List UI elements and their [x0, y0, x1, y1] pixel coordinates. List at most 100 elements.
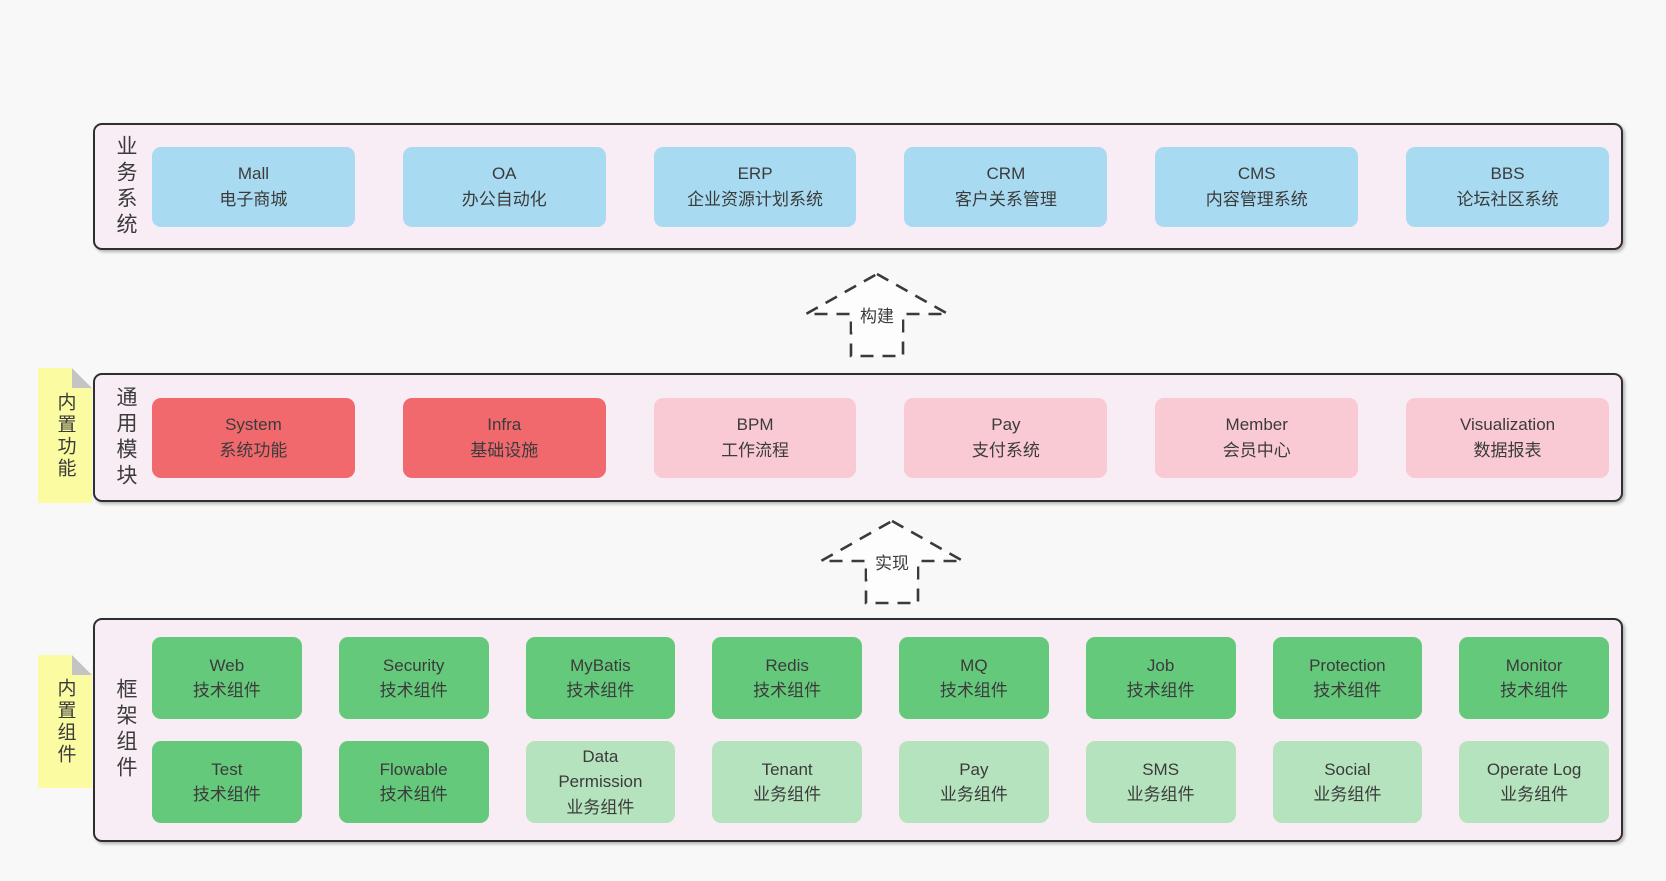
- framework-components-boxes: Web 技术组件 Security 技术组件 MyBatis 技术组件 Redi…: [152, 620, 1609, 840]
- box-title: Monitor: [1505, 655, 1563, 675]
- arrow-label-backdrop: [867, 547, 917, 579]
- arrow-label-backdrop: [852, 300, 902, 332]
- box-subtitle: 系统功能: [219, 440, 288, 460]
- box-row-biz: Test 技术组件 Flowable 技术组件 Data Permission …: [152, 741, 1609, 823]
- box-title: Security: [382, 655, 445, 675]
- box-subtitle: 业务组件: [1126, 785, 1195, 804]
- box-title: Protection: [1309, 655, 1386, 675]
- box-cms: CMS 内容管理系统: [1155, 146, 1359, 227]
- box-subtitle: 技术组件: [939, 681, 1008, 700]
- box-subtitle: 办公自动化: [461, 189, 547, 209]
- arrow-label: 构建: [860, 307, 894, 326]
- box-title: Test: [211, 759, 243, 779]
- box-visualization: Visualization 数据报表: [1406, 397, 1609, 478]
- box-title: MQ: [960, 655, 988, 675]
- box-title: OA: [491, 164, 517, 184]
- box-subtitle: 内容管理系统: [1205, 189, 1308, 209]
- box-oa: OA 办公自动化: [402, 146, 606, 227]
- layer-common-modules-label: 通用模块: [105, 375, 145, 500]
- box-subtitle: 客户关系管理: [954, 189, 1057, 209]
- box-subtitle: 技术组件: [1500, 681, 1569, 700]
- box-subtitle: 技术组件: [379, 681, 448, 700]
- box-subtitle: 支付系统: [971, 440, 1040, 460]
- box-operate-log: Operate Log 业务组件: [1459, 741, 1609, 823]
- business-systems-boxes: Mall 电子商城 OA 办公自动化 ERP 企业资源计划系统 CRM 客户关系…: [152, 125, 1609, 248]
- common-modules-boxes: System 系统功能 Infra 基础设施 BPM 工作流程 Pay 支付系统…: [152, 375, 1609, 500]
- box-subtitle: 技术组件: [192, 681, 261, 700]
- box-row-tech: Web 技术组件 Security 技术组件 MyBatis 技术组件 Redi…: [152, 637, 1609, 719]
- box-sms: SMS 业务组件: [1085, 741, 1236, 823]
- box-title: System: [225, 415, 282, 435]
- box-subtitle: 企业资源计划系统: [687, 189, 824, 209]
- box-protection: Protection 技术组件: [1272, 637, 1423, 719]
- box-flowable: Flowable 技术组件: [338, 741, 489, 823]
- box-subtitle: 数据报表: [1473, 440, 1542, 460]
- layer-business-systems: 业务系统 Mall 电子商城 OA 办公自动化 ERP 企业资源计划系统 CRM: [93, 123, 1623, 250]
- box-title: Operate Log: [1486, 759, 1582, 779]
- box-title: Infra: [487, 415, 522, 435]
- note-built-in-features: 内置功能: [38, 368, 92, 503]
- box-system: System 系统功能: [152, 397, 355, 478]
- box-title: SMS: [1142, 759, 1180, 779]
- note-text: 内置功能: [54, 391, 76, 480]
- box-title: Visualization: [1459, 415, 1556, 435]
- note-text: 内置组件: [54, 677, 76, 766]
- box-subtitle: 工作流程: [721, 440, 790, 460]
- box-mybatis: MyBatis 技术组件: [525, 637, 676, 719]
- box-subtitle: 会员中心: [1222, 440, 1291, 460]
- box-title: ERP: [737, 164, 773, 184]
- box-title: Member: [1225, 415, 1288, 435]
- arrow-build: 构建: [802, 272, 952, 358]
- box-subtitle: 业务组件: [566, 797, 635, 817]
- box-bbs: BBS 论坛社区系统: [1406, 146, 1609, 227]
- box-title: Pay: [991, 415, 1021, 435]
- arrow-implement: 实现: [817, 519, 967, 605]
- box-monitor: Monitor 技术组件: [1459, 637, 1609, 719]
- box-subtitle: 基础设施: [470, 440, 539, 460]
- box-title: CMS: [1237, 164, 1276, 184]
- box-infra: Infra 基础设施: [402, 397, 606, 478]
- box-mq: MQ 技术组件: [899, 637, 1049, 719]
- box-title: Redis: [765, 655, 809, 675]
- box-tenant: Tenant 业务组件: [712, 741, 862, 823]
- box-title: CRM: [986, 164, 1026, 184]
- box-pay: Pay 支付系统: [904, 397, 1108, 478]
- box-title: Mall: [237, 164, 269, 184]
- box-web: Web 技术组件: [152, 637, 302, 719]
- box-job: Job 技术组件: [1085, 637, 1236, 719]
- layer-framework-components: 框架组件 Web 技术组件 Security 技术组件 MyBatis 技术组件…: [93, 618, 1623, 842]
- layer-label-text: 业务系统: [114, 134, 137, 239]
- box-title: Tenant: [761, 759, 813, 779]
- box-subtitle: 技术组件: [1313, 681, 1382, 700]
- box-subtitle: 业务组件: [939, 785, 1008, 804]
- box-title: Pay: [959, 759, 989, 779]
- layer-common-modules: 通用模块 System 系统功能 Infra 基础设施 BPM 工作流程 Pay: [93, 373, 1623, 502]
- box-security: Security 技术组件: [338, 637, 489, 719]
- note-built-in-components: 内置组件: [38, 655, 92, 788]
- layer-label-text: 通用模块: [114, 385, 137, 490]
- box-subtitle: 业务组件: [1313, 785, 1382, 804]
- box-title: Job: [1146, 655, 1175, 675]
- box-subtitle: 技术组件: [566, 681, 635, 700]
- arrow-label: 实现: [875, 554, 909, 573]
- box-subtitle: 技术组件: [1126, 681, 1195, 700]
- box-title: Flowable: [379, 759, 448, 779]
- box-title: Web: [209, 655, 245, 675]
- box-title: BBS: [1490, 164, 1525, 184]
- box-title: MyBatis: [570, 655, 631, 675]
- box-subtitle: 技术组件: [379, 785, 448, 804]
- box-title: Data Permission: [558, 747, 643, 792]
- box-title: BPM: [736, 415, 774, 435]
- box-subtitle: 技术组件: [192, 785, 261, 804]
- box-title: Social: [1324, 759, 1371, 779]
- box-subtitle: 技术组件: [753, 681, 822, 700]
- box-subtitle: 电子商城: [219, 189, 288, 209]
- box-row: Mall 电子商城 OA 办公自动化 ERP 企业资源计划系统 CRM 客户关系…: [152, 146, 1609, 227]
- box-row: System 系统功能 Infra 基础设施 BPM 工作流程 Pay 支付系统…: [152, 397, 1609, 478]
- box-redis: Redis 技术组件: [712, 637, 862, 719]
- layer-label-text: 框架组件: [114, 678, 137, 782]
- layer-business-systems-label: 业务系统: [105, 125, 145, 248]
- box-mall: Mall 电子商城: [152, 146, 355, 227]
- box-subtitle: 业务组件: [753, 785, 822, 804]
